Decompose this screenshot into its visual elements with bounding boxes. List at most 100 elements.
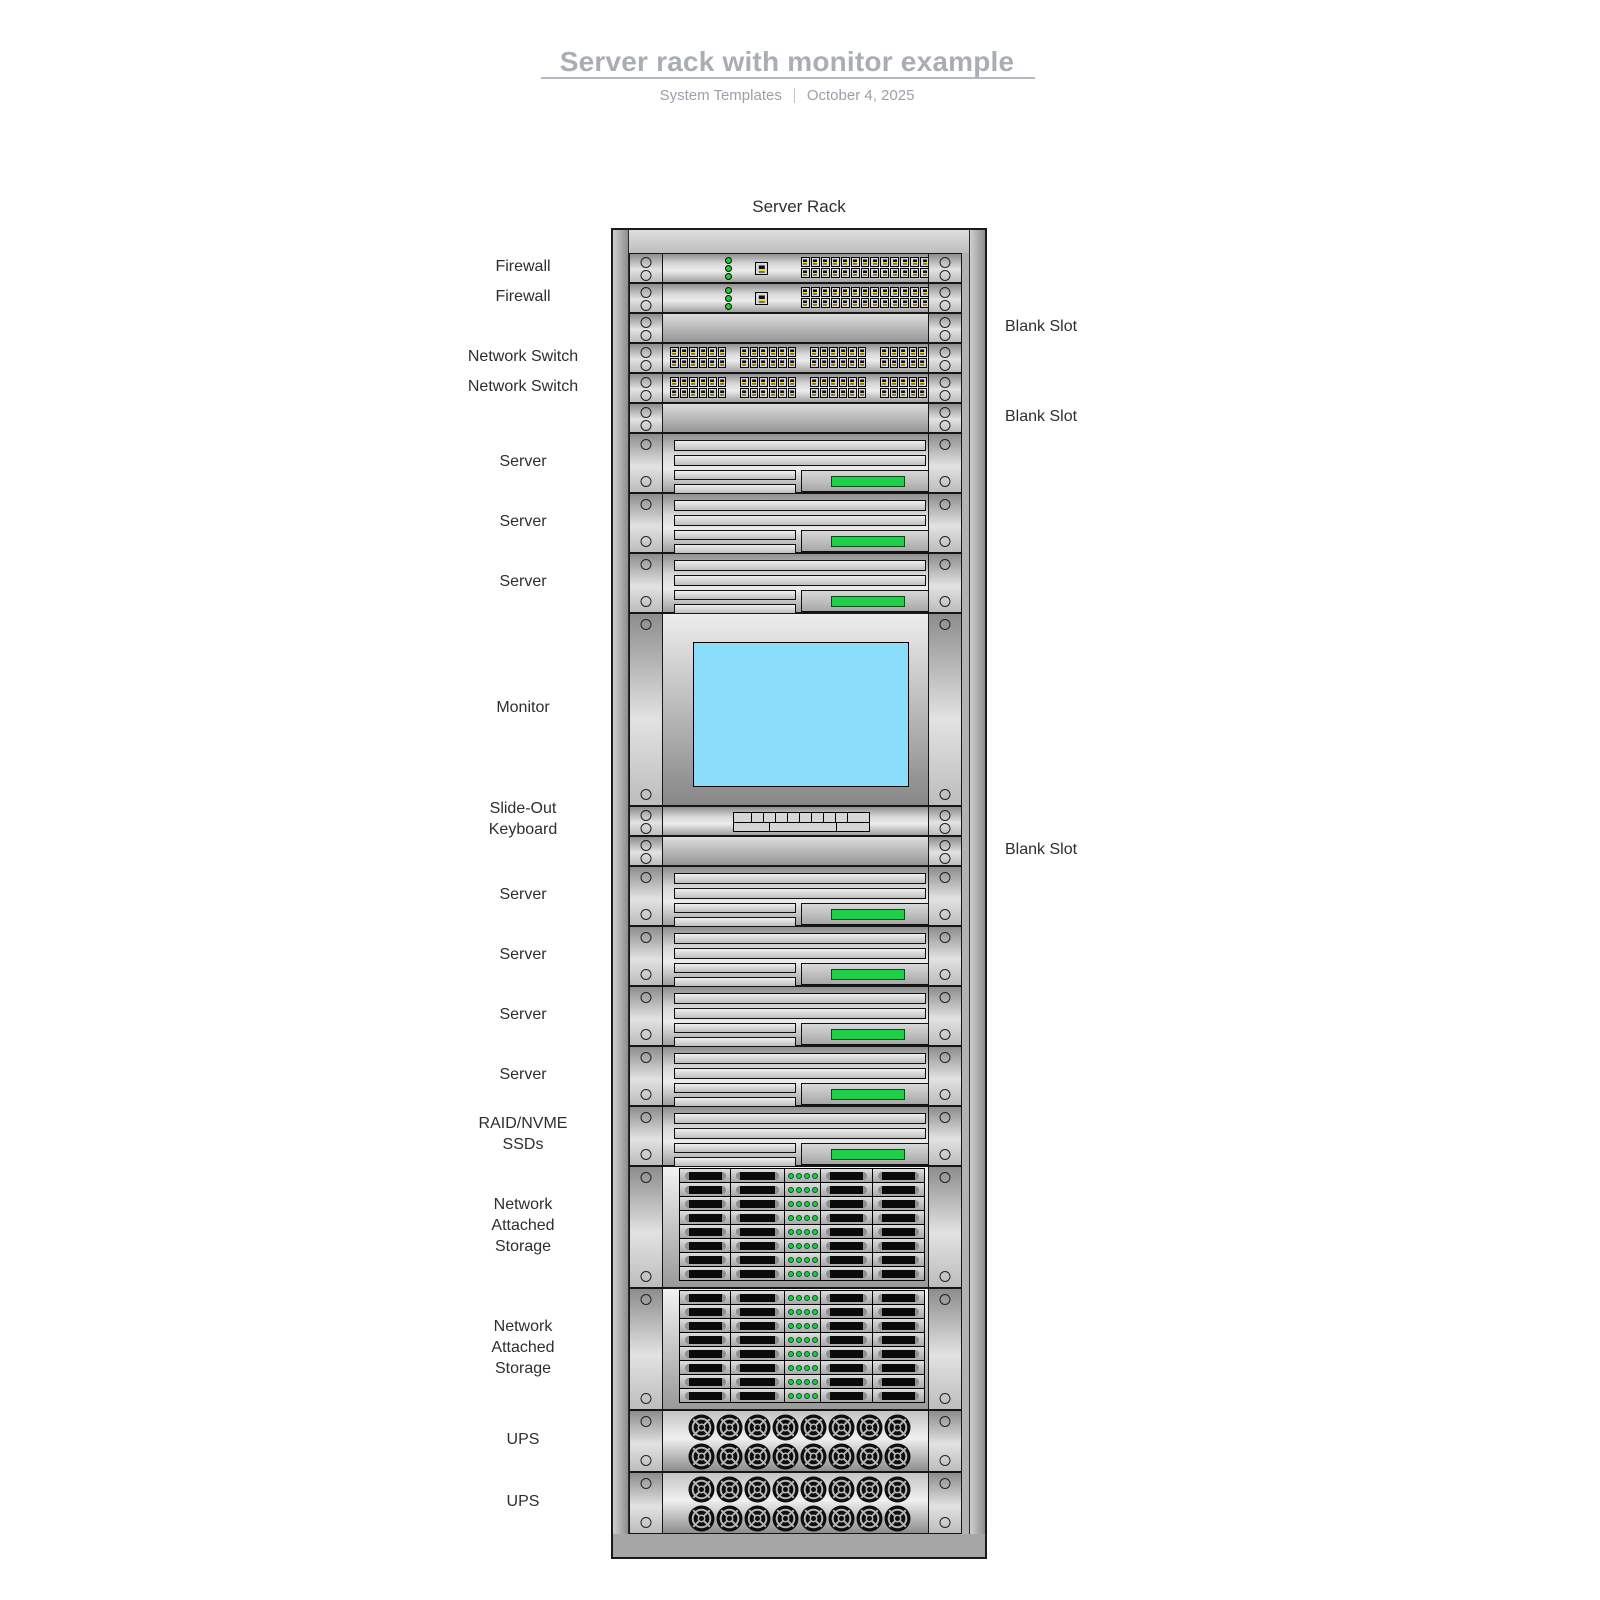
drive-bay [730, 1224, 785, 1239]
keyboard-key [837, 823, 871, 832]
led-icon [795, 1172, 802, 1179]
unit-label-line: Slide-Out [489, 800, 557, 817]
fan-icon [688, 1476, 715, 1503]
unit-mounting-ear [630, 867, 663, 925]
unit-label-line: Firewall [495, 288, 551, 305]
keyboard-key [770, 822, 837, 831]
drive-handle [825, 1321, 868, 1330]
power-status-bar [831, 1029, 905, 1040]
screw-hole-icon [640, 270, 652, 281]
unit-mounting-ear [630, 927, 663, 985]
drive-bay [679, 1238, 731, 1253]
ethernet-port [848, 358, 857, 368]
ethernet-port [810, 358, 819, 368]
drive-handle [684, 1293, 726, 1302]
screw-hole-icon [939, 823, 951, 834]
unit-mounting-ear [630, 494, 663, 552]
unit-body [663, 987, 930, 1047]
screw-hole-icon [640, 1271, 652, 1282]
drive-bay [679, 1332, 731, 1347]
led-icon [803, 1214, 810, 1221]
ethernet-port [860, 298, 870, 308]
drive-handle [735, 1213, 780, 1222]
ethernet-port [850, 257, 860, 267]
ethernet-port [829, 388, 838, 398]
screw-hole-icon [939, 270, 951, 281]
led-icon [811, 1294, 818, 1301]
drive-bay [820, 1332, 873, 1347]
ethernet-port [670, 377, 679, 387]
drive-bay [730, 1252, 785, 1267]
ethernet-port [829, 358, 838, 368]
ethernet-port [910, 268, 920, 278]
led-icon [795, 1364, 802, 1371]
screw-hole-icon [939, 377, 951, 388]
led-icon [795, 1270, 802, 1277]
ethernet-port [910, 287, 920, 297]
drive-bay [820, 1252, 873, 1267]
screw-hole-icon [939, 439, 951, 450]
drive-handle [825, 1307, 868, 1316]
ethernet-port [890, 298, 900, 308]
port-group [810, 347, 866, 368]
unit-label-line: Server [499, 453, 547, 470]
screw-hole-icon [640, 1029, 652, 1040]
ethernet-port [819, 358, 828, 368]
front-panel [801, 1083, 930, 1105]
drive-handle [825, 1391, 868, 1400]
unit-body [663, 404, 928, 432]
screw-hole-icon [640, 1172, 652, 1183]
ethernet-port [857, 377, 866, 387]
unit-label-line: Server [499, 573, 547, 590]
screw-hole-icon [640, 596, 652, 607]
unit-body [663, 254, 929, 282]
drive-handle [684, 1391, 726, 1400]
unit-body [663, 434, 930, 494]
ethernet-port [819, 347, 828, 357]
unit-label-ups-2: UPS [413, 1491, 633, 1512]
unit-label-line: Network Switch [467, 378, 579, 395]
drive-bay-bar [674, 1113, 926, 1124]
ethernet-port [689, 358, 698, 368]
screw-hole-icon [640, 390, 652, 401]
drive-bay [820, 1304, 873, 1319]
ethernet-port [820, 257, 830, 267]
ethernet-port [830, 257, 840, 267]
screw-hole-icon [640, 1393, 652, 1404]
screw-hole-icon [939, 1416, 951, 1427]
drive-handle [684, 1321, 726, 1330]
fan-icon [800, 1414, 827, 1441]
screw-hole-icon [939, 789, 951, 800]
screw-hole-icon [640, 257, 652, 268]
rack-unit-network-switch-1 [629, 343, 962, 373]
unit-label-line: Server [499, 513, 547, 530]
drive-handle [735, 1307, 780, 1316]
ethernet-port [759, 358, 768, 368]
unit-label-server-4: Server [413, 884, 633, 905]
ethernet-port [717, 358, 726, 368]
port-bank [801, 287, 929, 308]
keyboard-key [752, 813, 764, 822]
led-icon [795, 1378, 802, 1385]
drive-led-cluster [784, 1224, 821, 1239]
unit-label-firewall-1: Firewall [413, 256, 633, 277]
ethernet-port [840, 268, 850, 278]
drive-grid [679, 1168, 925, 1281]
screw-hole-icon [939, 1052, 951, 1063]
led-icon [787, 1350, 794, 1357]
screw-hole-icon [640, 1089, 652, 1100]
fan-icon [772, 1443, 799, 1470]
ethernet-port [708, 347, 717, 357]
ethernet-port [880, 347, 889, 357]
unit-label-line: Server [499, 886, 547, 903]
fan-icon [716, 1476, 743, 1503]
drive-row [679, 1182, 925, 1197]
ethernet-port [670, 358, 679, 368]
fan-icon [688, 1414, 715, 1441]
ethernet-port [768, 347, 777, 357]
led-icon [795, 1322, 802, 1329]
unit-mounting-ear [630, 614, 663, 805]
unit-label-server-5: Server [413, 944, 633, 965]
screw-hole-icon [939, 257, 951, 268]
led-icon [787, 1294, 794, 1301]
